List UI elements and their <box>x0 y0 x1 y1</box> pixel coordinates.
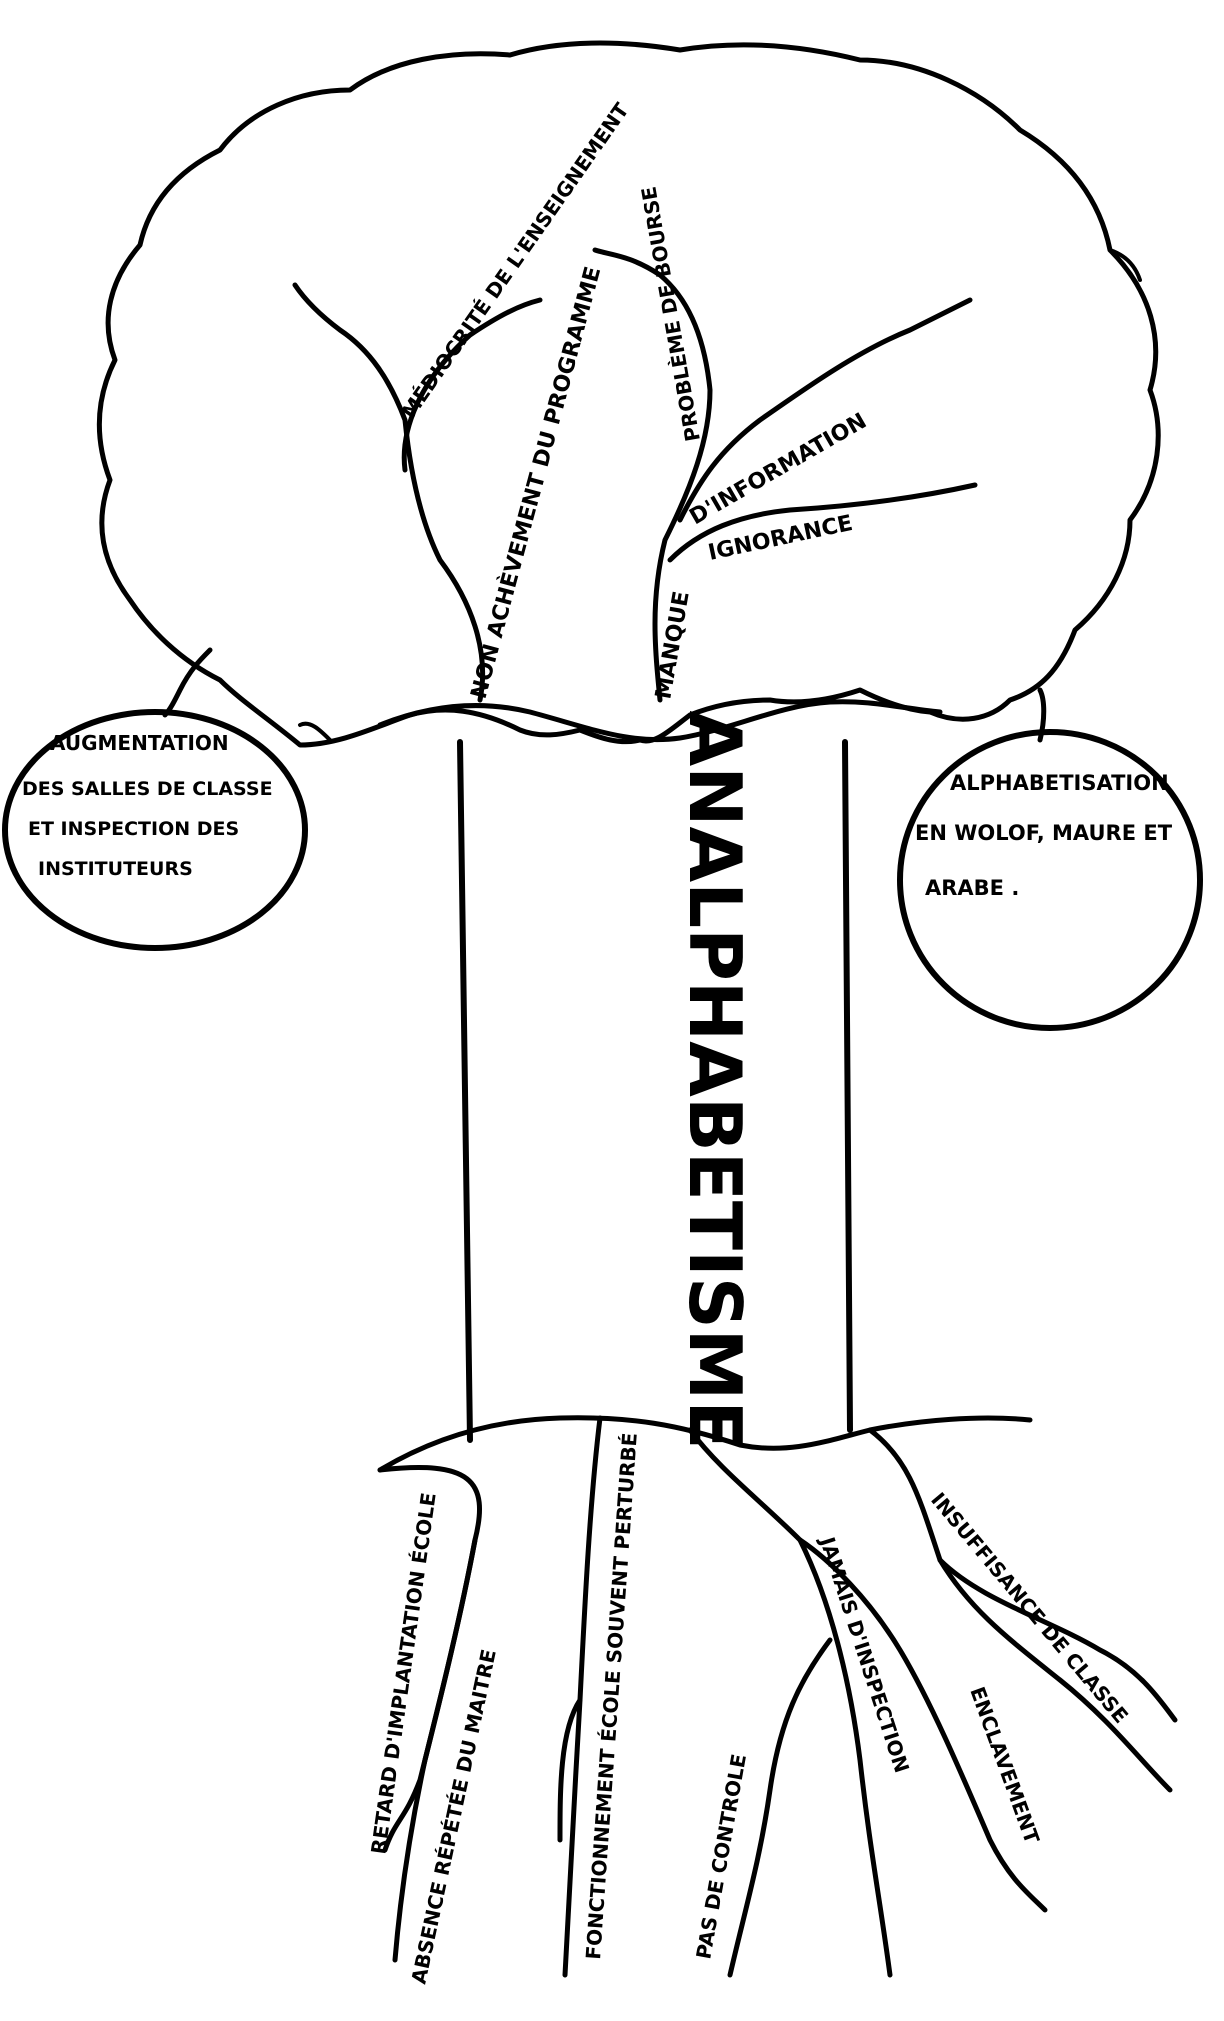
right-fruit-line-3: ARABE . <box>925 876 1019 900</box>
root-6-label: ENCLAVEMENT <box>965 1684 1044 1848</box>
root-5-label: JAMAIS D'INSPECTION <box>815 1532 915 1776</box>
branch-3 <box>595 250 710 700</box>
left-fruit-line-1: AUGMENTATION <box>50 731 229 755</box>
right-fruit-line-2: EN WOLOF, MAURE ET <box>915 821 1173 845</box>
trunk-right-edge <box>845 742 850 1430</box>
branch-6-label: IGNORANCE <box>706 511 855 566</box>
left-fruit-line-2: DES SALLES DE CLASSE <box>22 778 273 800</box>
branch-2-label: MÉDIOCRITÉ DE L'ENSEIGNEMENT <box>396 98 633 423</box>
trunk-title: ANALPHABETISME <box>673 711 757 1450</box>
root-7-label: INSUFFISANCE DE CLASSE <box>926 1488 1133 1728</box>
root-4-side <box>730 1640 830 1975</box>
right-fruit-line-1: ALPHABETISATION <box>950 771 1169 795</box>
root-2-label: ABSENCE RÉPÉTÉE DU MAITRE <box>406 1647 500 1986</box>
left-fruit-line-3: ET INSPECTION DES <box>28 818 239 840</box>
root-1-label: RETARD D'IMPLANTATION ÉCOLE <box>366 1491 441 1856</box>
left-fruit-line-4: INSTITUTEURS <box>38 858 193 880</box>
trunk-left-edge <box>460 742 470 1440</box>
branch-1-label: NON ACHÈVEMENT DU PROGRAMME <box>466 264 607 702</box>
canopy-outline <box>99 43 1158 745</box>
branch-3-label: PROBLÈME DE BOURSE <box>636 185 705 444</box>
